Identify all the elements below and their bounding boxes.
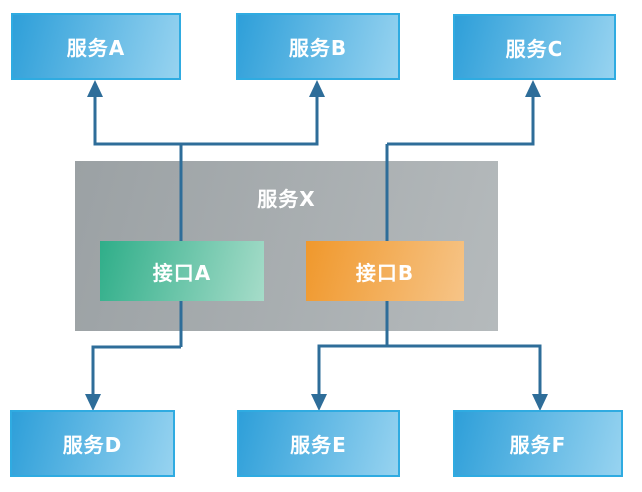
service-d-node: 服务D bbox=[10, 410, 175, 477]
service-x-label: 服务X bbox=[257, 187, 316, 211]
service-a-label: 服务A bbox=[66, 36, 126, 60]
connector-to-service-a-b bbox=[93, 96, 319, 146]
connector-to-service-d bbox=[91, 345, 181, 395]
arrowhead-down-service-d-icon bbox=[85, 394, 101, 411]
connector-to-service-c bbox=[387, 96, 535, 146]
service-f-node: 服务F bbox=[453, 410, 623, 477]
service-b-label: 服务B bbox=[288, 36, 348, 60]
service-c-label: 服务C bbox=[505, 36, 564, 61]
arrowhead-down-service-f-icon bbox=[532, 394, 548, 411]
arrowhead-down-service-e-icon bbox=[311, 394, 327, 411]
interface-b-node: 接口B bbox=[306, 241, 464, 301]
connector-to-service-e-f bbox=[317, 344, 542, 395]
interface-a-label: 接口A bbox=[152, 260, 212, 285]
service-c-node: 服务C bbox=[453, 14, 616, 80]
service-a-node: 服务A bbox=[11, 13, 181, 80]
arrowhead-up-service-b-icon bbox=[309, 80, 325, 97]
arrowhead-up-service-c-icon bbox=[525, 80, 541, 97]
service-f-label: 服务F bbox=[509, 433, 567, 457]
interface-b-label: 接口B bbox=[355, 260, 415, 285]
service-d-label: 服务D bbox=[62, 433, 123, 457]
arrowhead-up-service-a-icon bbox=[87, 80, 103, 97]
interface-a-node: 接口A bbox=[100, 241, 264, 301]
service-e-label: 服务E bbox=[290, 433, 347, 457]
service-e-node: 服务E bbox=[237, 410, 400, 477]
service-b-node: 服务B bbox=[236, 13, 400, 80]
